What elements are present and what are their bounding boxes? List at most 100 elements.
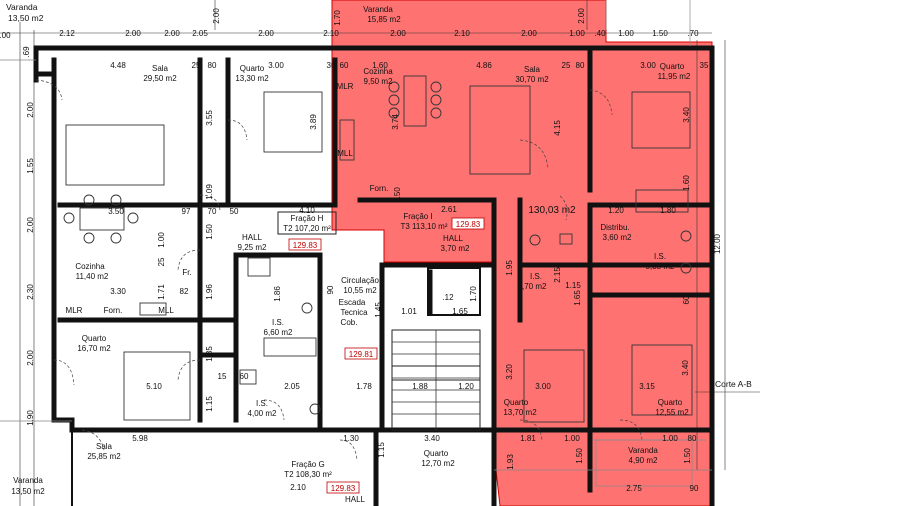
dimension-label: 1.50 bbox=[652, 29, 668, 38]
dimension-label: 70 bbox=[208, 207, 217, 216]
hall-i-area: 3,70 m2 bbox=[441, 244, 470, 253]
dimension-label: 2.00 bbox=[390, 29, 406, 38]
dimension-label: 3.55 bbox=[205, 110, 214, 126]
varanda-top-name: Varanda bbox=[363, 5, 393, 14]
dimension-label: 2.00 bbox=[258, 29, 274, 38]
dimension-label: 2.00 bbox=[521, 29, 537, 38]
mlr-h-label: MLR bbox=[66, 306, 83, 315]
dimension-label: 2.00 bbox=[125, 29, 141, 38]
fracao-i-overlay-area: 130,03 m2 bbox=[528, 205, 576, 216]
dimension-label: 1.96 bbox=[205, 284, 214, 300]
dimension-label: 2.61 bbox=[441, 205, 457, 214]
dimension-label: 3.00 bbox=[640, 61, 656, 70]
dimension-label: 1.15 bbox=[205, 396, 214, 412]
dimension-label: 4.10 bbox=[299, 206, 315, 215]
dimension-label: 50 bbox=[230, 207, 239, 216]
fr-h-label: Fr. bbox=[182, 268, 191, 277]
hall-h-area: 9,25 m2 bbox=[238, 243, 267, 252]
dimension-label: 60 bbox=[340, 61, 349, 70]
fracao-i-block[interactable]: Fração I T3 113,10 m² 129.83 130,03 m2 bbox=[401, 205, 577, 231]
dimension-label: 2.00 bbox=[164, 29, 180, 38]
quarto-h2-name: Quarto bbox=[82, 334, 107, 343]
dimension-label: .12 bbox=[442, 293, 454, 302]
dimension-label: 1.80 bbox=[660, 206, 676, 215]
dimension-label: 1.50 bbox=[205, 224, 214, 240]
dimension-label: 90 bbox=[326, 285, 335, 294]
escada-line3: Cob. bbox=[341, 318, 358, 327]
sala-i-name: Sala bbox=[524, 65, 541, 74]
dimension-label: 25 bbox=[157, 257, 166, 266]
dimension-label: 2.05 bbox=[284, 382, 300, 391]
dimension-label: 2.15 bbox=[553, 267, 562, 283]
dimension-label: 1.50 bbox=[393, 187, 402, 203]
is-i2-name: I.S. bbox=[530, 272, 542, 281]
varanda-br-area: 4,90 m2 bbox=[629, 456, 658, 465]
dimension-label: 60 bbox=[240, 372, 249, 381]
construction-lines bbox=[0, 0, 712, 487]
is-i2-area: 4,70 m2 bbox=[518, 282, 547, 291]
dimension-label: 1.00 bbox=[618, 29, 634, 38]
is-h2-name: I.S. bbox=[256, 399, 268, 408]
distribu-area: 3,60 m2 bbox=[603, 233, 632, 242]
dimension-label: 2.12 bbox=[59, 29, 75, 38]
quarto-h1-area: 13,30 m2 bbox=[235, 74, 269, 83]
dimension-label: 1.00 bbox=[569, 29, 585, 38]
dimension-label: 2.10 bbox=[290, 483, 306, 492]
cozinha-i-name: Cozinha bbox=[363, 67, 393, 76]
dimension-label: 3.15 bbox=[639, 382, 655, 391]
quarto-i1-name: Quarto bbox=[660, 62, 685, 71]
cozinha-i-area: 9,50 m2 bbox=[364, 77, 393, 86]
dimension-label: 1.95 bbox=[505, 260, 514, 276]
dimension-label: 25 bbox=[562, 61, 571, 70]
room-labels: Varanda 13,50 m2 Varanda 15,85 m2 Sala 2… bbox=[6, 2, 691, 504]
cozinha-h-name: Cozinha bbox=[75, 262, 105, 271]
dimension-label: 1.15 bbox=[377, 442, 386, 458]
dimension-label: 1.09 bbox=[205, 184, 214, 200]
dimension-label: 1.00 bbox=[662, 434, 678, 443]
dimension-label: 1.85 bbox=[205, 346, 214, 362]
sala-g-area: 25,85 m2 bbox=[87, 452, 121, 461]
door-swings bbox=[35, 79, 643, 461]
furniture bbox=[63, 75, 693, 423]
dimension-label: 80 bbox=[208, 61, 217, 70]
dimension-label: 3.40 bbox=[682, 107, 691, 123]
hall-h-name: HALL bbox=[242, 233, 263, 242]
fracao-h-badge: 129.83 bbox=[293, 241, 318, 250]
varanda-bl-name: Varanda bbox=[13, 476, 43, 485]
dimension-label: 2.10 bbox=[454, 29, 470, 38]
mll-h-label: MLL bbox=[158, 306, 174, 315]
dimension-label: 97 bbox=[182, 207, 191, 216]
quarto-i1-area: 11,95 m2 bbox=[658, 72, 691, 81]
forn-i-label: Forn. bbox=[370, 184, 389, 193]
is-h1-name: I.S. bbox=[272, 318, 284, 327]
dimension-label: 1.00 bbox=[564, 434, 580, 443]
is-h1-area: 6,60 m2 bbox=[264, 328, 293, 337]
dimension-label: 1.45 bbox=[374, 302, 383, 318]
fracao-h-block[interactable]: Fração H T2 107,20 m² 129.83 bbox=[277, 211, 337, 251]
dimension-label: 1.50 bbox=[575, 448, 584, 464]
dimension-label: 2.00 bbox=[577, 8, 586, 24]
sala-g-name: Sala bbox=[96, 442, 113, 451]
dimension-label: 4.48 bbox=[110, 61, 126, 70]
dimension-label: 1.30 bbox=[343, 434, 359, 443]
is-i1-name: I.S. bbox=[654, 252, 666, 261]
outer-walls bbox=[33, 45, 715, 506]
circulacao-badge-block[interactable]: 129.81 bbox=[344, 347, 378, 360]
is-h2-area: 4,00 m2 bbox=[248, 409, 277, 418]
dimension-label: 1.01 bbox=[401, 307, 417, 316]
dimension-label: 35 bbox=[700, 61, 709, 70]
dimension-label: 1.20 bbox=[458, 382, 474, 391]
quarto-i2-name: Quarto bbox=[504, 398, 529, 407]
dimension-label: 80 bbox=[576, 61, 585, 70]
quarto-h1-name: Quarto bbox=[240, 64, 265, 73]
dimension-label: 1.88 bbox=[412, 382, 428, 391]
hall-i-name: HALL bbox=[443, 234, 464, 243]
circulacao-area: 10,55 m2 bbox=[343, 286, 377, 295]
dimension-label: 15 bbox=[218, 372, 227, 381]
sala-h-area: 29,50 m2 bbox=[143, 74, 177, 83]
distribu-name: Distribu. bbox=[600, 223, 629, 232]
varanda-tl-name: Varanda bbox=[6, 2, 38, 12]
interior-walls bbox=[57, 57, 715, 506]
dimension-label: 1.65 bbox=[573, 290, 582, 306]
fracao-g-block[interactable]: Fração G T2 108,30 m² 129.83 bbox=[284, 460, 360, 494]
